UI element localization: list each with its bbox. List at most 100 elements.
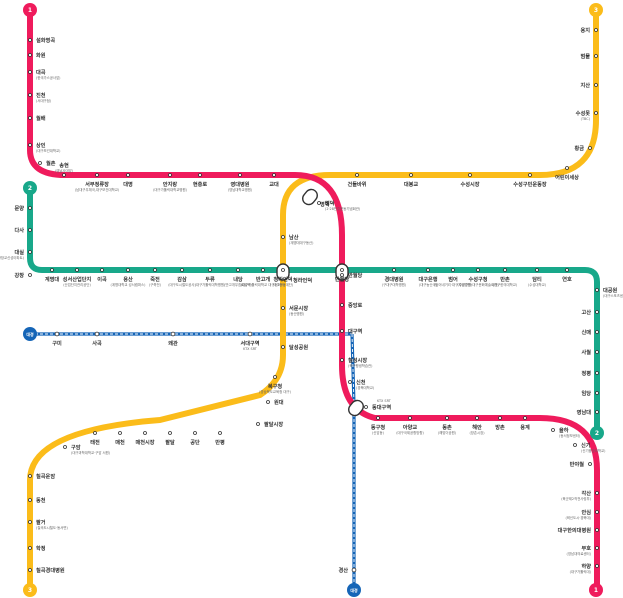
station-marker[interactable] <box>445 416 449 420</box>
station-marker[interactable] <box>168 173 172 177</box>
station-marker[interactable] <box>595 410 599 414</box>
station-marker[interactable] <box>75 268 79 272</box>
station-marker[interactable] <box>170 331 176 337</box>
station-marker[interactable] <box>408 416 412 420</box>
station-marker[interactable] <box>281 345 285 349</box>
station-marker[interactable] <box>348 380 352 384</box>
station-marker[interactable] <box>588 462 592 466</box>
station-marker[interactable] <box>468 173 472 177</box>
station-marker[interactable] <box>62 173 66 177</box>
station-marker[interactable] <box>28 520 32 524</box>
station-marker[interactable] <box>340 358 344 362</box>
station-marker[interactable] <box>168 431 172 435</box>
station-marker[interactable] <box>595 546 599 550</box>
station-marker[interactable] <box>594 28 598 32</box>
station-marker[interactable] <box>28 70 32 74</box>
station-marker[interactable] <box>208 268 212 272</box>
station-marker[interactable] <box>28 474 32 478</box>
station-marker[interactable] <box>28 93 32 97</box>
station-marker[interactable] <box>595 330 599 334</box>
station-marker[interactable] <box>193 431 197 435</box>
station-marker[interactable] <box>340 329 344 333</box>
station-marker[interactable] <box>595 288 599 292</box>
station-marker[interactable] <box>218 431 222 435</box>
station-marker[interactable] <box>340 268 344 272</box>
station-marker[interactable] <box>551 428 555 432</box>
station-marker[interactable] <box>595 371 599 375</box>
station-marker[interactable] <box>126 173 130 177</box>
station-marker[interactable] <box>475 416 479 420</box>
station-marker[interactable] <box>28 228 32 232</box>
station-marker[interactable] <box>272 173 276 177</box>
station-marker[interactable] <box>28 498 32 502</box>
station-marker[interactable] <box>143 431 147 435</box>
station-marker[interactable] <box>273 375 277 379</box>
station-marker[interactable] <box>476 268 480 272</box>
station-marker[interactable] <box>594 83 598 87</box>
station-marker[interactable] <box>28 206 32 210</box>
station-marker[interactable] <box>281 306 285 310</box>
station-marker[interactable] <box>528 173 532 177</box>
station-marker[interactable] <box>565 166 569 170</box>
station-marker[interactable] <box>266 400 270 404</box>
station-marker[interactable] <box>28 53 32 57</box>
station-marker[interactable] <box>594 111 598 115</box>
station-marker[interactable] <box>409 173 413 177</box>
station-marker[interactable] <box>236 268 240 272</box>
station-marker[interactable] <box>573 443 577 447</box>
station-marker[interactable] <box>281 235 285 239</box>
station-marker[interactable] <box>38 161 42 165</box>
station-marker[interactable] <box>256 422 260 426</box>
station-marker[interactable] <box>565 268 569 272</box>
station-marker[interactable] <box>595 491 599 495</box>
station-marker[interactable] <box>595 310 599 314</box>
station-marker[interactable] <box>503 268 507 272</box>
station-label: 신매 <box>581 328 591 336</box>
station-marker[interactable] <box>238 173 242 177</box>
station-marker[interactable] <box>535 268 539 272</box>
station-marker[interactable] <box>28 568 32 572</box>
station-marker[interactable] <box>198 173 202 177</box>
station-marker[interactable] <box>340 273 344 277</box>
station-marker[interactable] <box>95 173 99 177</box>
station-marker[interactable] <box>93 431 97 435</box>
station-marker[interactable] <box>50 268 54 272</box>
station-marker[interactable] <box>281 268 285 272</box>
station-marker[interactable] <box>392 268 396 272</box>
station-marker[interactable] <box>595 510 599 514</box>
station-marker[interactable] <box>28 273 32 277</box>
station-marker[interactable] <box>340 303 344 307</box>
station-marker[interactable] <box>595 391 599 395</box>
station-marker[interactable] <box>28 116 32 120</box>
station-marker[interactable] <box>28 38 32 42</box>
station-label: 서문시장 <box>289 304 308 312</box>
station-marker[interactable] <box>376 416 380 420</box>
station-marker[interactable] <box>595 564 599 568</box>
station-marker[interactable] <box>594 54 598 58</box>
station-marker[interactable] <box>54 331 60 337</box>
station-marker[interactable] <box>523 416 527 420</box>
station-marker[interactable] <box>355 173 359 177</box>
station-marker[interactable] <box>28 250 32 254</box>
station-marker[interactable] <box>118 431 122 435</box>
station-marker[interactable] <box>180 268 184 272</box>
station-marker[interactable] <box>63 445 67 449</box>
station-marker[interactable] <box>153 268 157 272</box>
station-marker[interactable] <box>28 546 32 550</box>
station-marker[interactable] <box>247 331 253 337</box>
station-marker[interactable] <box>595 528 599 532</box>
station-marker[interactable] <box>317 201 321 205</box>
station-marker[interactable] <box>498 416 502 420</box>
station-marker[interactable] <box>94 331 100 337</box>
station-marker[interactable] <box>28 143 32 147</box>
station-marker[interactable] <box>100 268 104 272</box>
station-marker[interactable] <box>126 268 130 272</box>
station-label: 용지 <box>580 26 590 34</box>
station-marker[interactable] <box>451 268 455 272</box>
station-marker[interactable] <box>261 268 265 272</box>
station-marker[interactable] <box>595 350 599 354</box>
station-marker[interactable] <box>588 146 592 150</box>
station-marker[interactable] <box>364 405 368 409</box>
station-marker[interactable] <box>426 268 430 272</box>
station-marker[interactable] <box>351 567 357 573</box>
